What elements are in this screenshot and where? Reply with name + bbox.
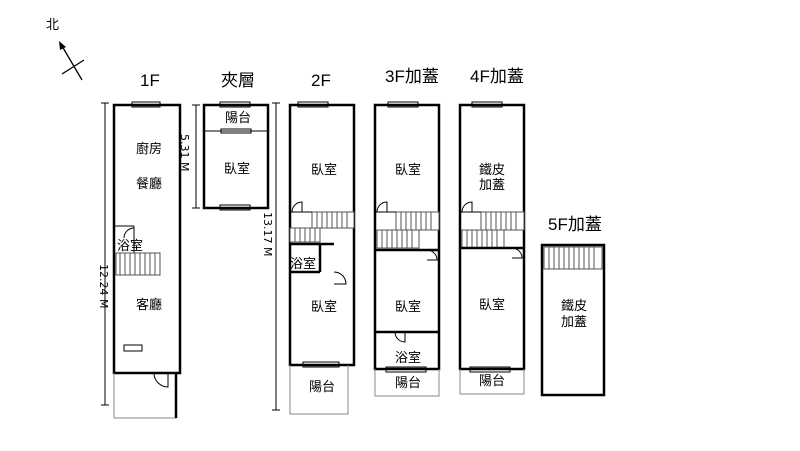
floor-title-2f: 2F	[311, 71, 331, 90]
door-swing-icon	[426, 249, 438, 261]
door-swing-icon	[123, 227, 135, 239]
stairs-icon	[543, 246, 603, 270]
door-swing-icon	[153, 372, 169, 388]
floor-4f-outline	[458, 103, 526, 371]
floor-3f: 3F加蓋 臥室 臥室 浴室 陽台	[373, 67, 441, 397]
room-dining: 餐廳	[136, 176, 162, 192]
floor-mezzanine-outline	[202, 103, 270, 210]
room-bedroom: 臥室	[479, 297, 505, 313]
door-swing-icon	[394, 331, 406, 343]
dimension-label-1f: 12.24 M	[97, 264, 110, 308]
door-swing-icon	[291, 201, 303, 213]
door-swing-icon	[376, 201, 388, 213]
floor-4f: 4F加蓋 鐵皮 加蓋 臥室 陽台	[458, 67, 526, 395]
floor-2f: 2F 臥室 浴室 臥室 陽台 13.17 M	[261, 71, 356, 415]
window-icon	[220, 128, 252, 134]
room-iron-sheet: 鐵皮	[561, 298, 587, 314]
room-kitchen: 廚房	[136, 141, 162, 157]
floor-title-mezzanine: 夾層	[221, 71, 255, 90]
room-addition: 加蓋	[561, 315, 587, 330]
window-icon	[387, 101, 419, 108]
stairs-icon	[461, 211, 525, 249]
compass: 北	[46, 18, 85, 81]
stairs-icon	[115, 252, 161, 276]
stairs-icon	[289, 211, 355, 243]
window-icon	[219, 101, 251, 108]
north-arrow-icon	[61, 45, 83, 81]
window-icon	[471, 101, 503, 108]
window-icon	[385, 366, 427, 373]
room-bath: 浴室	[395, 350, 421, 366]
window-icon	[469, 366, 511, 373]
room-bedroom: 臥室	[224, 161, 250, 177]
north-arrowhead-icon	[59, 41, 66, 50]
floor-3f-outline	[373, 103, 441, 371]
window-icon	[219, 204, 251, 211]
room-bedroom-2: 臥室	[311, 299, 337, 315]
floor-1f-outline	[112, 103, 182, 375]
door-swing-icon	[511, 247, 523, 259]
window-icon	[123, 344, 143, 352]
door-swing-icon	[333, 271, 347, 285]
room-balcony: 陽台	[309, 380, 335, 395]
room-iron-sheet: 鐵皮	[479, 162, 505, 178]
floor-5f-outline	[540, 243, 606, 397]
window-icon	[302, 361, 340, 368]
floor-1f: 1F 廚房 餐廳 浴室 客廳 12.24 M	[97, 71, 182, 419]
room-bedroom-2: 臥室	[395, 299, 421, 315]
room-bath: 浴室	[290, 256, 316, 272]
room-balcony: 陽台	[395, 376, 421, 391]
dimension-label-mezzanine: 5.31 M	[178, 134, 191, 171]
room-bedroom-1: 臥室	[395, 162, 421, 178]
window-icon	[297, 101, 329, 108]
dimension-label-2f: 13.17 M	[261, 212, 274, 256]
floor-title-1f: 1F	[140, 71, 160, 90]
floor-title-3f: 3F加蓋	[385, 67, 439, 86]
room-living: 客廳	[136, 297, 162, 313]
floor-title-5f: 5F加蓋	[548, 215, 602, 234]
room-balcony: 陽台	[225, 111, 251, 126]
room-addition: 加蓋	[479, 178, 505, 193]
window-icon	[131, 101, 161, 108]
room-balcony: 陽台	[479, 374, 505, 389]
room-bath: 浴室	[117, 238, 143, 254]
stairs-icon	[376, 211, 440, 249]
compass-north-label: 北	[46, 18, 59, 33]
floor-title-4f: 4F加蓋	[470, 67, 524, 86]
door-swing-icon	[461, 201, 473, 213]
compass-cross-icon	[61, 59, 85, 75]
room-bedroom-1: 臥室	[311, 162, 337, 178]
floor-mezzanine: 夾層 陽台 臥室 5.31 M	[178, 71, 270, 211]
floor-5f: 5F加蓋 鐵皮 加蓋	[540, 215, 606, 397]
